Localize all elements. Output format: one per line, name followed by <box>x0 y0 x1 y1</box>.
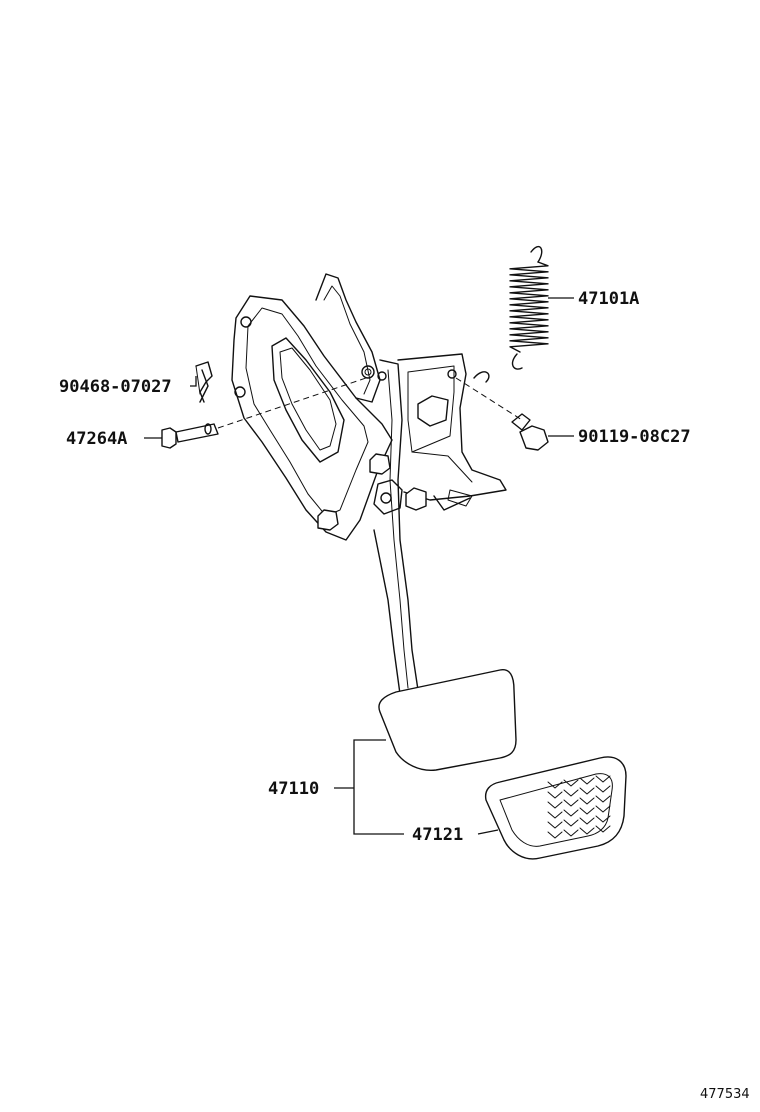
label-pedal-assy[interactable]: 47110 <box>268 779 319 799</box>
label-return-spring[interactable]: 47101A <box>578 289 639 309</box>
stopper-bolt <box>511 413 549 451</box>
tread-chevron <box>579 817 595 825</box>
tread-chevron <box>595 785 611 793</box>
tread-chevron <box>595 805 611 813</box>
tread-chevron <box>563 779 579 787</box>
tread-chevron <box>595 825 611 833</box>
leader-pedal-assy <box>334 739 404 835</box>
tread-chevron <box>547 801 563 809</box>
tread-chevron <box>579 797 595 805</box>
tread-chevron <box>547 781 563 789</box>
pedal-pad-exploded <box>484 756 627 860</box>
tread-chevron <box>563 819 579 827</box>
assembly-line-stopper <box>455 377 523 421</box>
label-clip[interactable]: 90468-07027 <box>59 377 172 397</box>
tread-chevron <box>579 777 595 785</box>
tread-chevron <box>563 829 579 837</box>
tread-chevron <box>579 807 595 815</box>
label-stopper-bolt[interactable]: 90119-08C27 <box>578 427 691 447</box>
tread-chevron <box>563 789 579 797</box>
tread-chevron <box>563 809 579 817</box>
leader-clip <box>190 376 197 387</box>
tread-chevron <box>547 821 563 829</box>
label-pedal-pad[interactable]: 47121 <box>412 825 463 845</box>
pedal-support-bracket <box>231 273 393 541</box>
tread-chevron <box>579 787 595 795</box>
figure-id: 477534 <box>700 1087 750 1102</box>
pedal-pad-texture <box>547 775 611 839</box>
tread-chevron <box>547 831 563 839</box>
side-bracket <box>397 353 507 511</box>
tread-chevron <box>595 795 611 803</box>
tread-chevron <box>579 827 595 835</box>
tread-chevron <box>547 791 563 799</box>
label-pin[interactable]: 47264A <box>66 429 127 449</box>
return-spring-drawing <box>509 246 549 370</box>
pedal-pad-mounted <box>378 669 517 771</box>
tread-chevron <box>563 799 579 807</box>
assembly-line-pin <box>217 377 367 429</box>
leader-pedal-pad <box>477 829 499 835</box>
tread-chevron <box>595 775 611 783</box>
pedal-arm <box>373 359 419 695</box>
tread-chevron <box>595 815 611 823</box>
retaining-clip <box>195 361 213 403</box>
clevis-pin <box>161 423 219 449</box>
tread-chevron <box>547 811 563 819</box>
